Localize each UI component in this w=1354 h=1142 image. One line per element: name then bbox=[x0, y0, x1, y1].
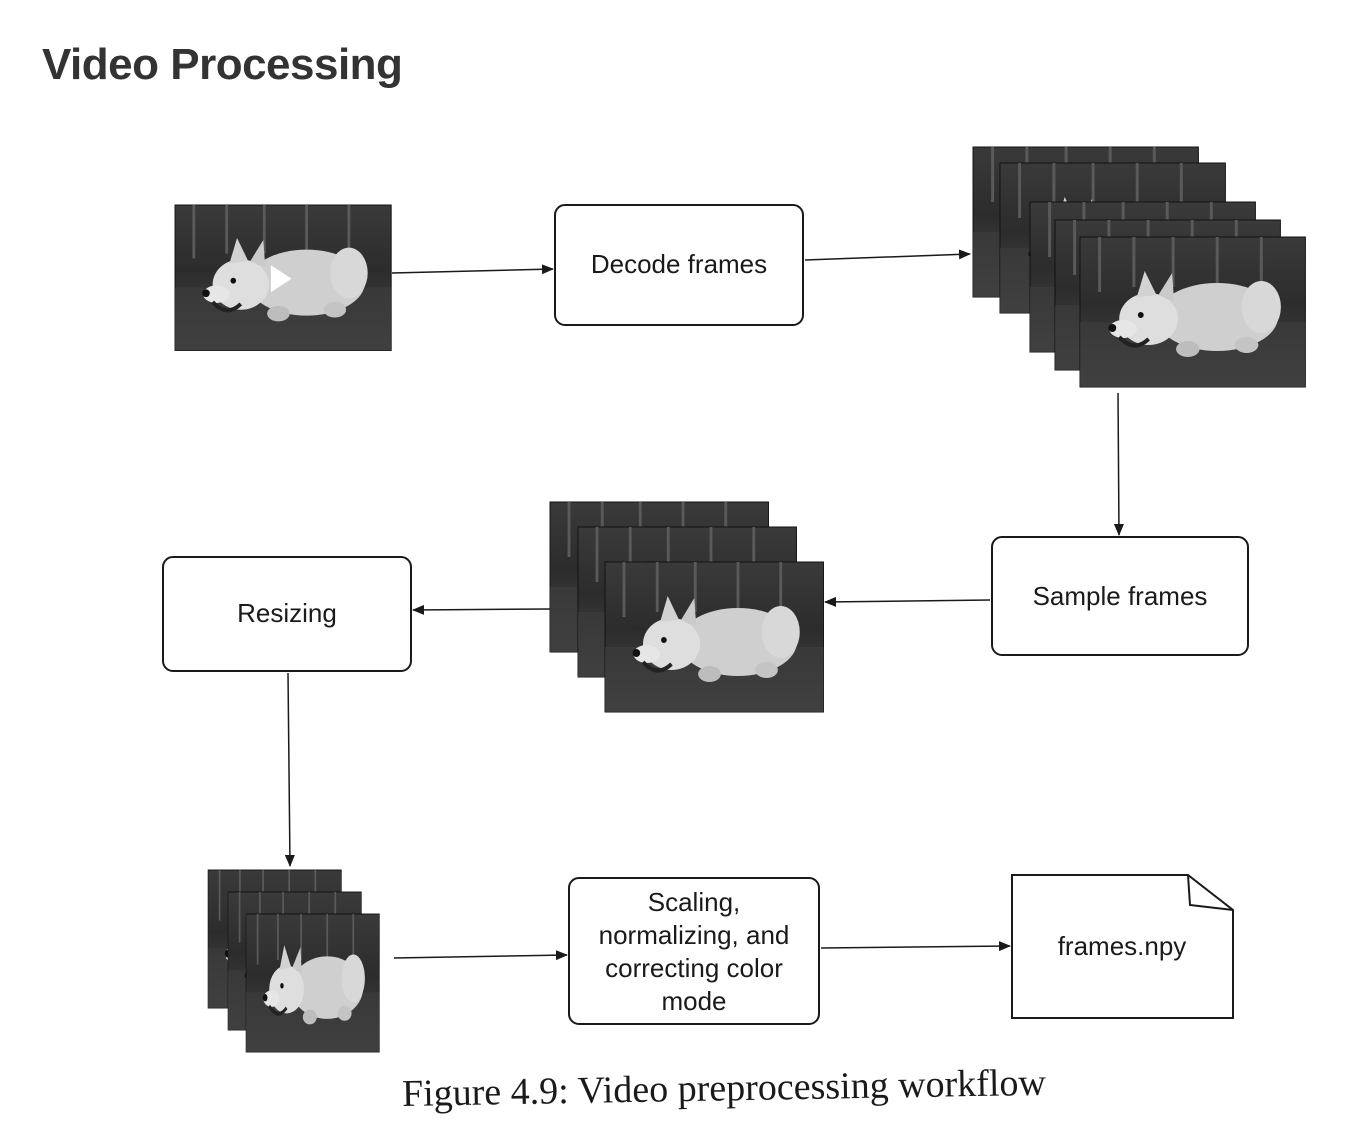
arrow-frames-to-sample bbox=[1113, 392, 1124, 536]
scaling-label-line-1: Scaling, bbox=[648, 887, 741, 917]
frame-stack-icon bbox=[971, 145, 1308, 389]
scaling-label-line-2: normalizing, and bbox=[599, 920, 790, 950]
resizing-label: Resizing bbox=[237, 598, 337, 628]
sample-frames-label: Sample frames bbox=[1033, 581, 1208, 611]
decode-frames-step: Decode frames bbox=[554, 204, 804, 326]
arrow-sampled-stack-to-resizing bbox=[412, 604, 551, 615]
arrow-scaling-to-output bbox=[820, 941, 1011, 952]
document-icon: frames.npy bbox=[1011, 874, 1234, 1019]
resized-frame-stack-icon bbox=[206, 868, 382, 1054]
sampled-frame-stack-icon bbox=[548, 500, 826, 714]
scaling-normalizing-step: Scaling, normalizing, and correcting col… bbox=[568, 877, 820, 1025]
arrow-sample-to-sampled-stack bbox=[824, 596, 991, 607]
scaling-label-line-4: mode bbox=[661, 986, 726, 1016]
arrow-resized-stack-to-scaling bbox=[393, 950, 568, 961]
decode-frames-label: Decode frames bbox=[591, 249, 767, 279]
sample-frames-step: Sample frames bbox=[991, 536, 1249, 656]
page-title: Video Processing bbox=[42, 40, 403, 89]
resizing-step: Resizing bbox=[162, 556, 412, 672]
scaling-label-line-3: correcting color bbox=[605, 953, 783, 983]
video-play-thumbnail-icon bbox=[173, 203, 394, 353]
arrow-resizing-to-resized-stack bbox=[284, 672, 295, 867]
arrow-decode-to-frames bbox=[804, 249, 971, 261]
output-file-label: frames.npy bbox=[1058, 931, 1187, 961]
arrow-video-to-decode bbox=[391, 264, 554, 275]
